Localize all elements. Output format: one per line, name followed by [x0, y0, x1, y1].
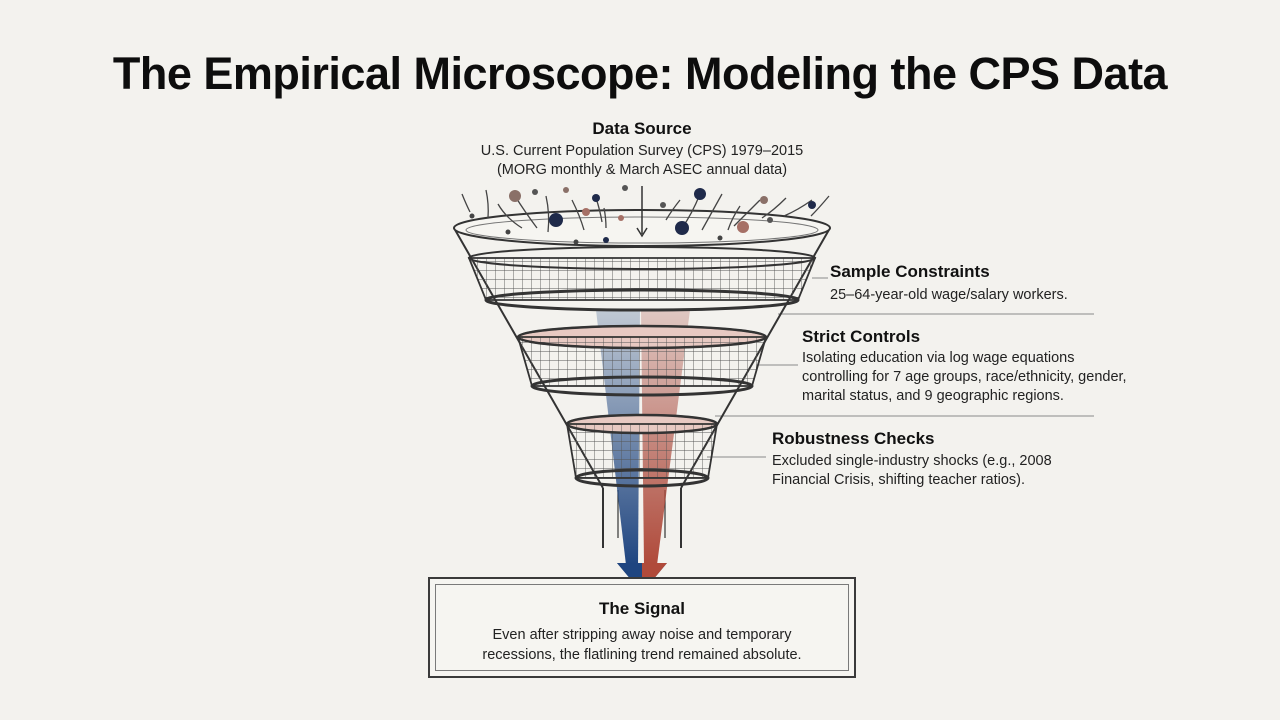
stage-line: 25–64-year-old wage/salary workers. — [830, 287, 1068, 303]
leader-lines — [707, 277, 1094, 458]
data-particle-dots — [469, 185, 816, 245]
data-source-line-1: U.S. Current Population Survey (CPS) 197… — [480, 143, 804, 159]
stage-body-sample-constraints: 25–64-year-old wage/salary workers. — [830, 286, 1068, 305]
stage-line: controlling for 7 age groups, race/ethni… — [802, 369, 1127, 385]
stage-line: Financial Crisis, shifting teacher ratio… — [772, 472, 1026, 488]
filter-sample-constraints — [467, 246, 817, 312]
signal-line-2: recessions, the flatlining trend remaine… — [482, 647, 802, 663]
data-source-line-2: (MORG monthly & March ASEC annual data) — [496, 162, 788, 178]
stage-line: Isolating education via log wage equatio… — [802, 350, 1075, 366]
signal-body: Even after stripping away noise and temp… — [440, 625, 844, 665]
stage-body-robustness-checks: Excluded single-industry shocks (e.g., 2… — [772, 452, 1052, 490]
stage-heading-robustness-checks: Robustness Checks — [772, 429, 935, 448]
source-arrow — [636, 186, 648, 238]
signal-heading: The Signal — [599, 599, 685, 618]
data-source-heading: Data Source — [592, 119, 692, 138]
stage-line: marital status, and 9 geographic regions… — [802, 388, 1064, 404]
signal-line-1: Even after stripping away noise and temp… — [492, 627, 792, 643]
stage-line: Excluded single-industry shocks (e.g., 2… — [772, 453, 1052, 469]
signal-box: The Signal Even after stripping away noi… — [428, 577, 856, 678]
stage-body-strict-controls: Isolating education via log wage equatio… — [802, 349, 1127, 406]
signal-box-inner-border — [435, 584, 849, 671]
page-title: The Empirical Microscope: Modeling the C… — [112, 48, 1168, 99]
filter-robustness-checks — [565, 413, 719, 488]
filter-strict-controls — [516, 324, 768, 397]
stage-heading-sample-constraints: Sample Constraints — [830, 262, 990, 281]
stage-heading-strict-controls: Strict Controls — [802, 327, 921, 346]
